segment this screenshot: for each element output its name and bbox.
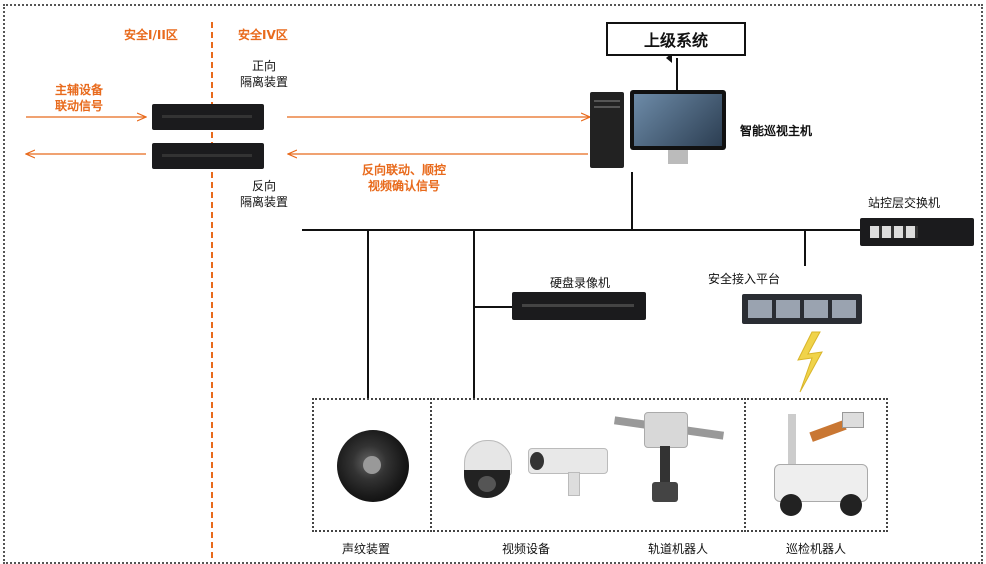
zone-label-i-ii: 安全I/II区	[124, 28, 178, 42]
secure-platform-label: 安全接入平台	[708, 272, 781, 286]
upper-system-box: 上级系统	[606, 22, 746, 56]
monitor-stand	[668, 150, 688, 164]
secure-platform-device	[742, 294, 862, 324]
nvr-label: 硬盘录像机	[550, 276, 611, 290]
patrol-robot-box	[744, 398, 888, 532]
dome-camera-icon	[460, 440, 514, 500]
switch-label: 站控层交换机	[868, 196, 941, 210]
patrol-robot-icon	[766, 408, 876, 524]
reverse-isolation-label: 反向 隔离装置	[240, 179, 289, 209]
switch-device	[860, 218, 974, 246]
zone-label-iv: 安全IV区	[238, 28, 288, 42]
host-tower	[590, 92, 624, 168]
wireless-bolt	[797, 331, 823, 393]
acoustic-caption: 声纹装置	[342, 542, 391, 556]
host-monitor	[630, 90, 726, 150]
reverse-signal-label: 反向联动、顺控 视频确认信号	[362, 163, 447, 193]
main-aux-signal-label: 主辅设备 联动信号	[55, 83, 104, 113]
nvr-device	[512, 292, 646, 320]
bullet-camera-icon	[528, 444, 608, 500]
reverse-isolation-device	[152, 143, 264, 169]
video-caption: 视频设备	[502, 542, 551, 556]
forward-isolation-device	[152, 104, 264, 130]
rail-robot-caption: 轨道机器人	[648, 542, 709, 556]
acoustic-device-icon	[337, 430, 409, 502]
forward-isolation-label: 正向 隔离装置	[240, 59, 289, 89]
zone-divider	[211, 22, 213, 558]
patrol-robot-caption: 巡检机器人	[786, 542, 847, 556]
host-label: 智能巡视主机	[740, 124, 813, 138]
rail-robot-icon	[613, 404, 725, 524]
